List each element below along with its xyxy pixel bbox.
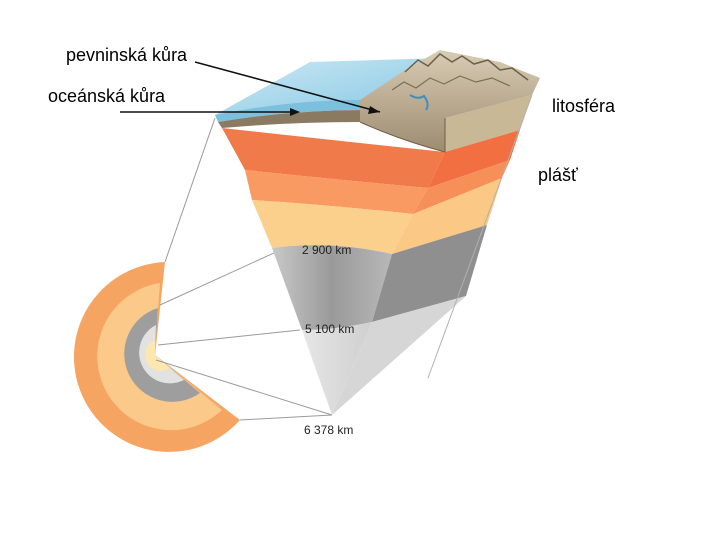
- label-continental-crust: pevninská kůra: [66, 45, 187, 66]
- label-mantle: plášť: [538, 165, 578, 186]
- depth-label-2900: 2 900 km: [302, 243, 351, 257]
- label-oceanic-crust: oceánská kůra: [48, 86, 165, 107]
- leader-globe-low: [158, 330, 300, 345]
- leader-globe-edge: [240, 415, 332, 420]
- label-lithosphere: litosféra: [552, 96, 615, 117]
- depth-label-6378: 6 378 km: [304, 423, 353, 437]
- depth-label-5100: 5 100 km: [305, 322, 354, 336]
- leader-globe-top: [165, 118, 215, 262]
